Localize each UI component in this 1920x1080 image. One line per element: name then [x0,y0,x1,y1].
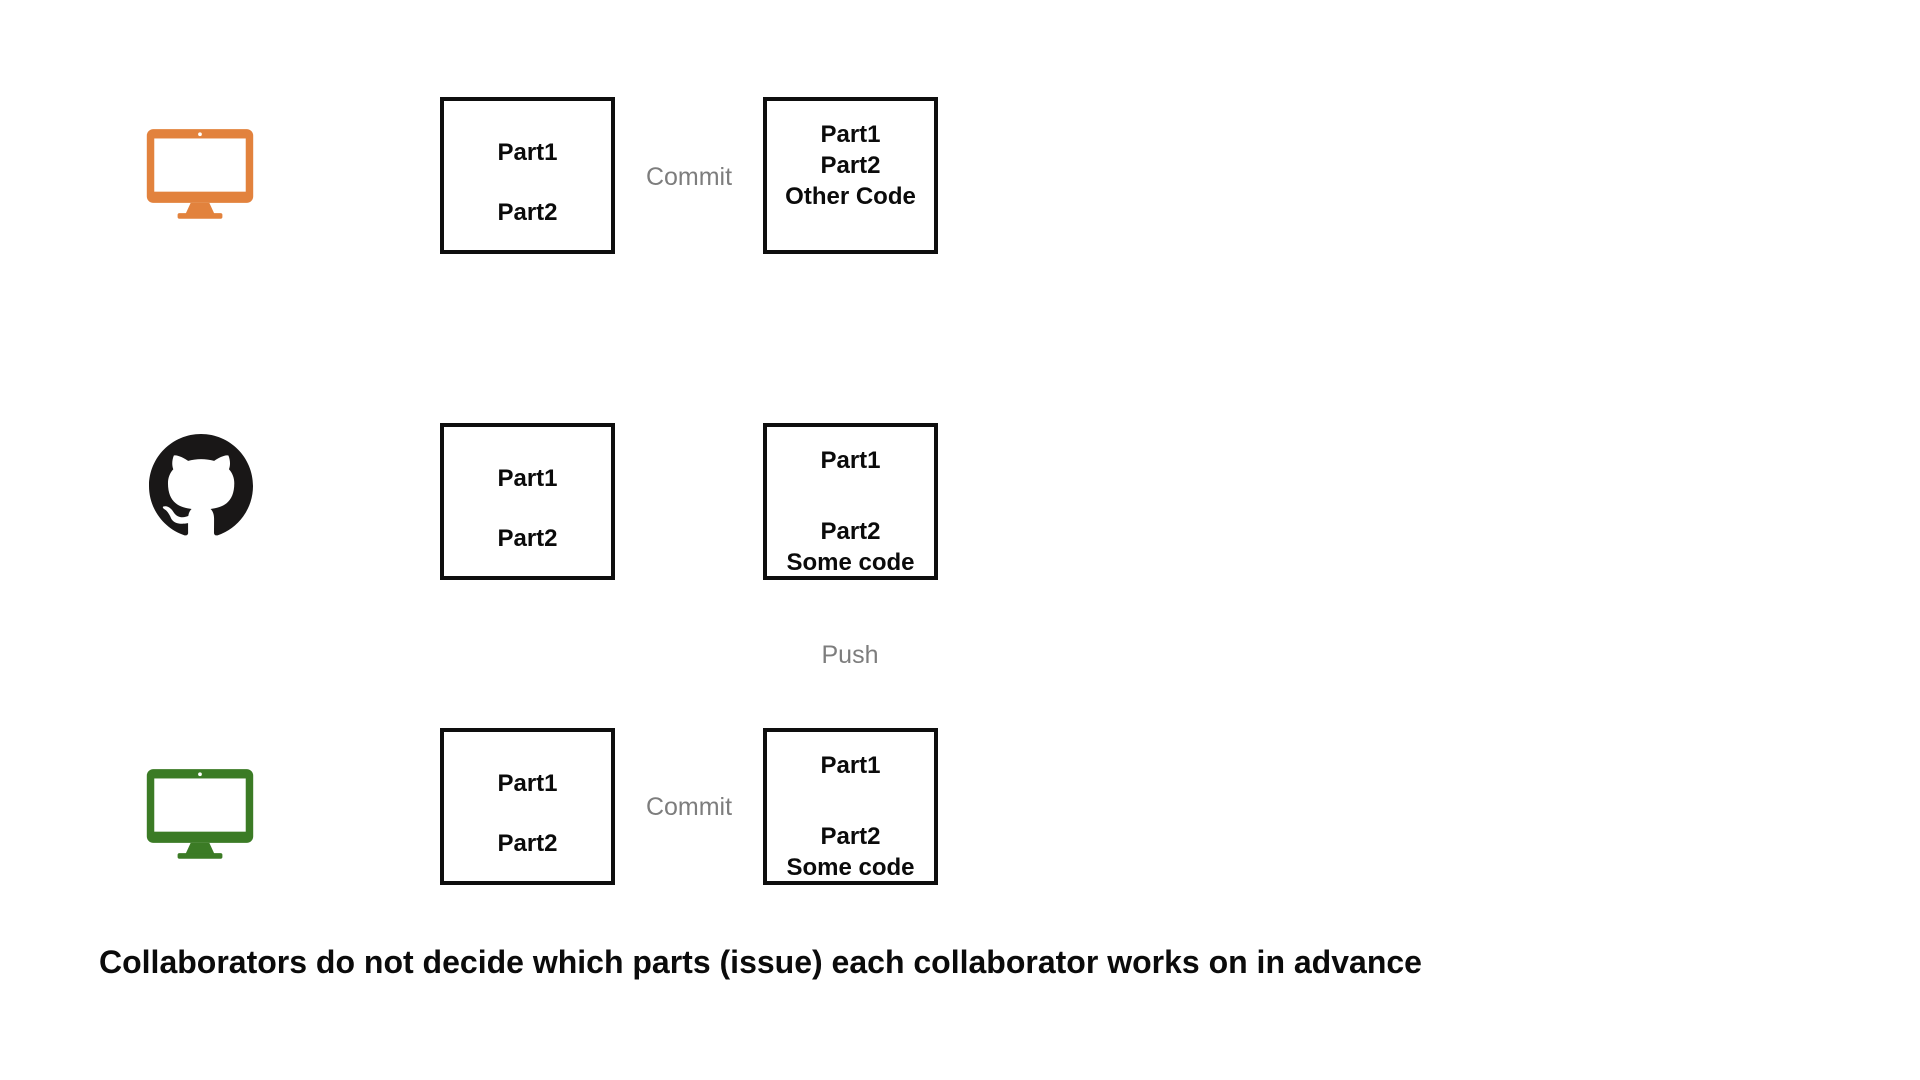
monitor-icon [144,766,256,865]
commit-label: Commit [645,793,733,821]
box-line: Part2 [820,823,881,850]
box-line: Some code [786,854,915,881]
box-line: Part2 [497,525,558,552]
box-line: Part1 [820,447,881,474]
box-line: Part2 [820,152,881,179]
repository-box: Part1 Part2 Other Code [763,97,938,254]
box-line: Part2 [497,830,558,857]
working-copy-box: Part1 Part2 [440,423,615,580]
box-line: Other Code [785,183,916,210]
box-line: Part1 [820,121,881,148]
box-line: Part1 [497,139,558,166]
box-line: Some code [786,549,915,576]
box-line: Part2 [497,199,558,226]
repository-box: Part1 Part2 Some code [763,423,938,580]
commit-label: Commit [645,163,733,191]
working-copy-box: Part1 Part2 [440,728,615,885]
repository-box: Part1 Part2 Some code [763,728,938,885]
caption-text: Collaborators do not decide which parts … [99,944,1422,980]
box-line: Part1 [820,752,881,779]
push-label: Push [821,641,879,669]
box-line: Part1 [497,770,558,797]
github-icon [149,434,253,543]
box-line: Part1 [497,465,558,492]
monitor-icon [144,126,256,225]
working-copy-box: Part1 Part2 [440,97,615,254]
box-line: Part2 [820,518,881,545]
